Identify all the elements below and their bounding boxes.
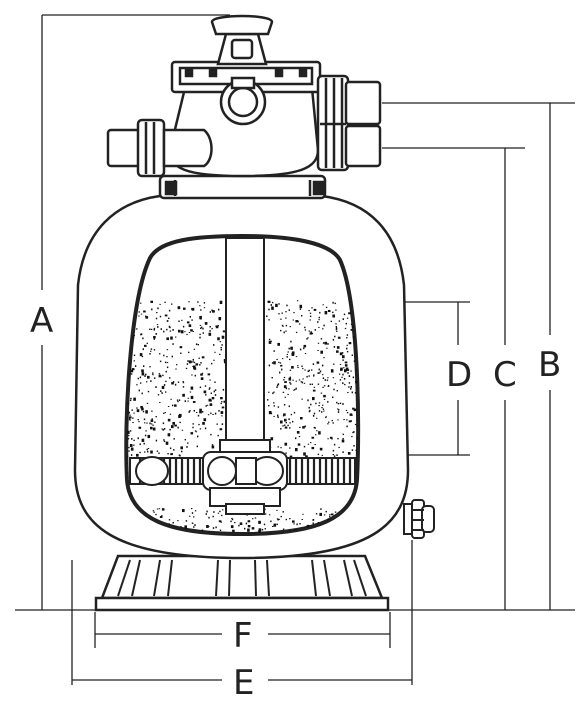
- dimension-label-c: C: [493, 355, 517, 395]
- right-port: [316, 74, 382, 172]
- clamp-ring: [158, 174, 327, 200]
- dimension-label-a: A: [30, 301, 53, 341]
- dimension-label-b: B: [538, 345, 561, 385]
- sand-media: [126, 300, 359, 534]
- dimension-label-e: E: [233, 663, 254, 703]
- left-port: [106, 118, 213, 178]
- valve-handle[interactable]: [210, 14, 274, 66]
- drain-plug: [403, 499, 435, 539]
- lateral-assembly: [129, 451, 356, 515]
- dimension-label-f: F: [233, 616, 253, 656]
- dimension-label-d: D: [446, 355, 472, 395]
- base-stand: [94, 554, 390, 612]
- center-pipe: [219, 237, 271, 455]
